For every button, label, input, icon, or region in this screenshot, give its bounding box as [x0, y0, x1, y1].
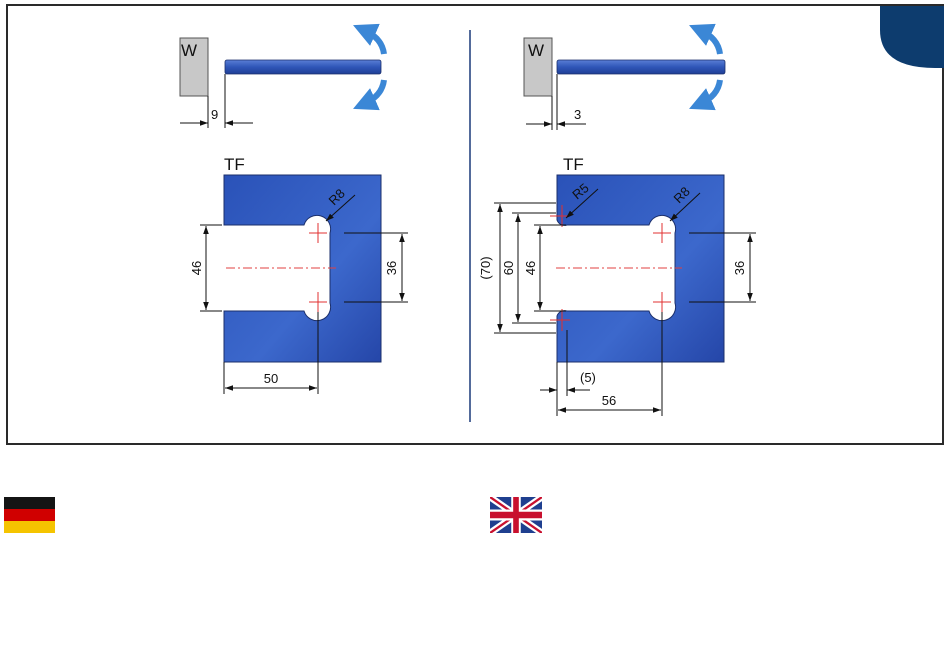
uk-flag-icon — [490, 497, 542, 533]
gap-dimension: 9 — [211, 107, 218, 122]
rotation-arrow-up-icon — [700, 30, 720, 54]
depth-dimension: 56 — [602, 393, 616, 408]
hole-center-mark — [309, 223, 327, 243]
rotation-arrow-down-icon — [364, 80, 384, 104]
corner-tab — [880, 6, 944, 68]
outer-dimension: (70) — [478, 256, 493, 279]
door-bar — [225, 60, 381, 74]
hole-spacing-dimension: 36 — [732, 261, 747, 275]
offset-dimension: (5) — [580, 370, 596, 385]
opening-dimension: 46 — [523, 261, 538, 275]
gap-dimension: 3 — [574, 107, 581, 122]
plate-label: TF — [563, 155, 584, 174]
left-view: W 9 TF R8 46 — [180, 30, 408, 394]
hole-center-mark — [309, 292, 327, 312]
wall-label: W — [181, 41, 197, 60]
hole-spacing-dimension: 36 — [384, 261, 399, 275]
depth-dimension: 50 — [264, 371, 278, 386]
plate-label: TF — [224, 155, 245, 174]
german-flag-icon — [4, 497, 55, 533]
hole-center-mark — [653, 223, 671, 243]
wall-label: W — [528, 41, 544, 60]
opening-dimension: 46 — [189, 261, 204, 275]
hole-center-mark — [653, 292, 671, 312]
right-view: W 3 TF R5 R8 — [478, 30, 756, 416]
door-bar — [557, 60, 725, 74]
rotation-arrow-up-icon — [364, 30, 384, 54]
rotation-arrow-down-icon — [700, 80, 720, 104]
inner-dimension: 60 — [501, 261, 516, 275]
